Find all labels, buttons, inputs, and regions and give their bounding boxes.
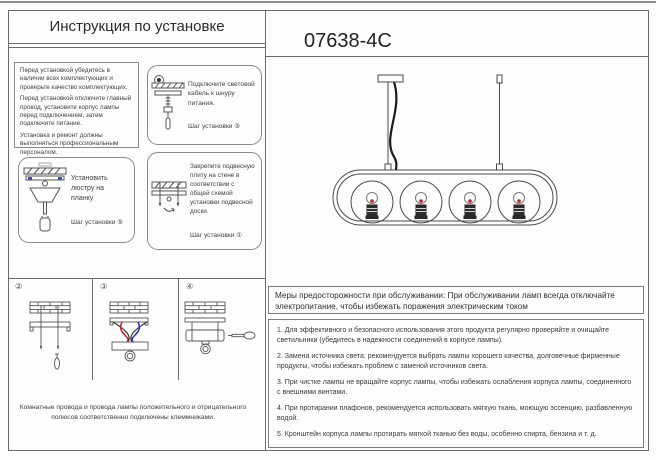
page-border (8, 10, 649, 451)
hang-chandelier-step-label: Шаг установки ⑤ (71, 218, 124, 226)
warnings-box: Перед установкой убедитесь в наличии все… (14, 62, 139, 156)
chandelier-mount-icon (19, 162, 71, 238)
warning-paragraph: Перед установкой убедитесь в наличии все… (20, 67, 128, 91)
panel-divider (92, 278, 93, 380)
connect-cable-box: Подключите световой кабель к шнуру питан… (147, 65, 262, 145)
scan-edge-line (0, 1, 656, 3)
connect-cable-text: Подключите световой кабель к шнуру питан… (188, 81, 255, 107)
mount-plate-box: Закрепите подвесную плиту на стене в соо… (147, 152, 262, 250)
safety-item: 3. При чистке лампы не вращайте корпус л… (277, 378, 632, 396)
hang-chandelier-text: Установить люстру на планку (71, 175, 108, 202)
canopy-screwdriver-diagram (184, 301, 256, 355)
title-underline (8, 47, 266, 48)
page-title: Инструкция по установке (8, 10, 266, 44)
panel-number-3: ③ (100, 282, 108, 291)
safety-item: 5. Кронштейн корпуса лампы протирать мяг… (277, 430, 597, 438)
panel-divider (178, 278, 179, 380)
pendant-lamp-drawing (332, 74, 558, 226)
warning-paragraph: Установка и ремонт должны выполняться пр… (20, 132, 119, 156)
safety-header-text: Меры предосторожности при обслуживании: … (275, 291, 615, 312)
panel-number-4: ④ (186, 282, 194, 291)
bracket-screws-diagram (29, 301, 71, 370)
safety-item: 2. Замена источника света: рекомендуется… (277, 352, 620, 370)
connect-cable-step-label: Шаг установки ③ (188, 122, 241, 130)
mount-plate-text: Закрепите подвесную плиту на стене в соо… (190, 163, 255, 215)
panels-top-divider (8, 278, 266, 279)
page-title-text: Инструкция по установке (49, 18, 225, 35)
column-divider (265, 10, 266, 451)
hang-chandelier-box: Установить люстру на планку Шаг установк… (18, 157, 135, 243)
safety-header: Меры предосторожности при обслуживании: … (268, 286, 644, 314)
model-number-text: 07638-4C (304, 30, 392, 52)
safety-item: 4. При протирании плафонов, рекомендуетс… (277, 404, 633, 422)
warning-paragraph: Перед установкой отключите главный прово… (20, 95, 132, 128)
terminal-note: Комнатные провода и провода лампы положи… (19, 404, 247, 422)
panel-number-2: ② (15, 282, 23, 291)
model-number: 07638-4C (266, 10, 649, 57)
mounting-plate-icon (148, 178, 190, 224)
wire-connection-diagram (109, 301, 149, 362)
safety-item: 1. Для эффективного и безопасного исполь… (277, 327, 610, 344)
safety-items-box: 1. Для эффективного и безопасного исполь… (268, 319, 644, 448)
mount-plate-step-label: Шаг установки ① (190, 231, 243, 239)
ceiling-hook-icon (148, 74, 188, 136)
